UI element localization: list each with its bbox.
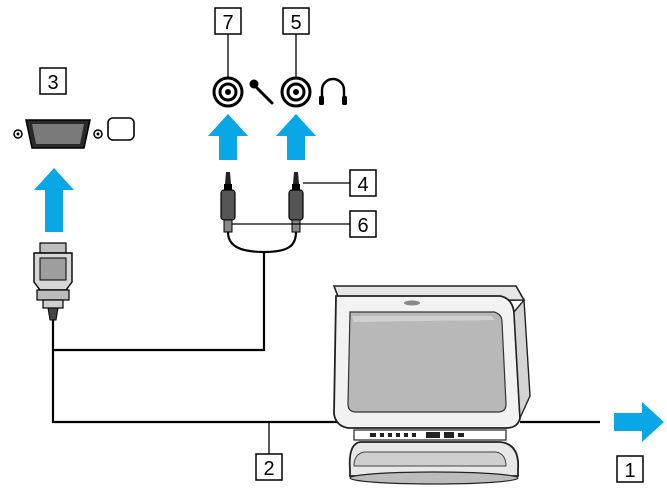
callout-4: 4 (349, 169, 377, 197)
callout-7: 7 (214, 7, 242, 35)
vga-plug (33, 242, 73, 321)
callout-3: 3 (39, 67, 67, 95)
main-cable (51, 320, 600, 424)
callout-2: 2 (255, 453, 283, 481)
callout-6: 6 (349, 210, 377, 238)
audio-cable (52, 231, 298, 352)
headphones-icon (319, 77, 347, 105)
callout-1-label: 1 (624, 460, 635, 482)
arrow-right-icon (614, 402, 664, 442)
callout-7-label: 7 (222, 12, 233, 34)
callout-2-label: 2 (263, 458, 274, 480)
headphone-jack (280, 76, 312, 108)
callout-3-label: 3 (47, 72, 58, 94)
callout-4-label: 4 (357, 174, 368, 196)
callout-5-label: 5 (290, 12, 301, 34)
audio-plug-headphone (288, 172, 304, 233)
arrow-up-headphone (276, 114, 316, 160)
callout-6-label: 6 (357, 215, 368, 237)
callout-1: 1 (616, 455, 644, 483)
audio-plug-mic (220, 172, 236, 233)
monitor-icon (107, 117, 135, 141)
microphone-icon (249, 79, 274, 105)
mic-jack (212, 76, 244, 108)
callout-5: 5 (282, 7, 310, 35)
monitor (332, 285, 531, 485)
arrow-up-mic (208, 114, 248, 160)
vga-port (13, 119, 103, 149)
arrow-up-vga (34, 168, 74, 232)
